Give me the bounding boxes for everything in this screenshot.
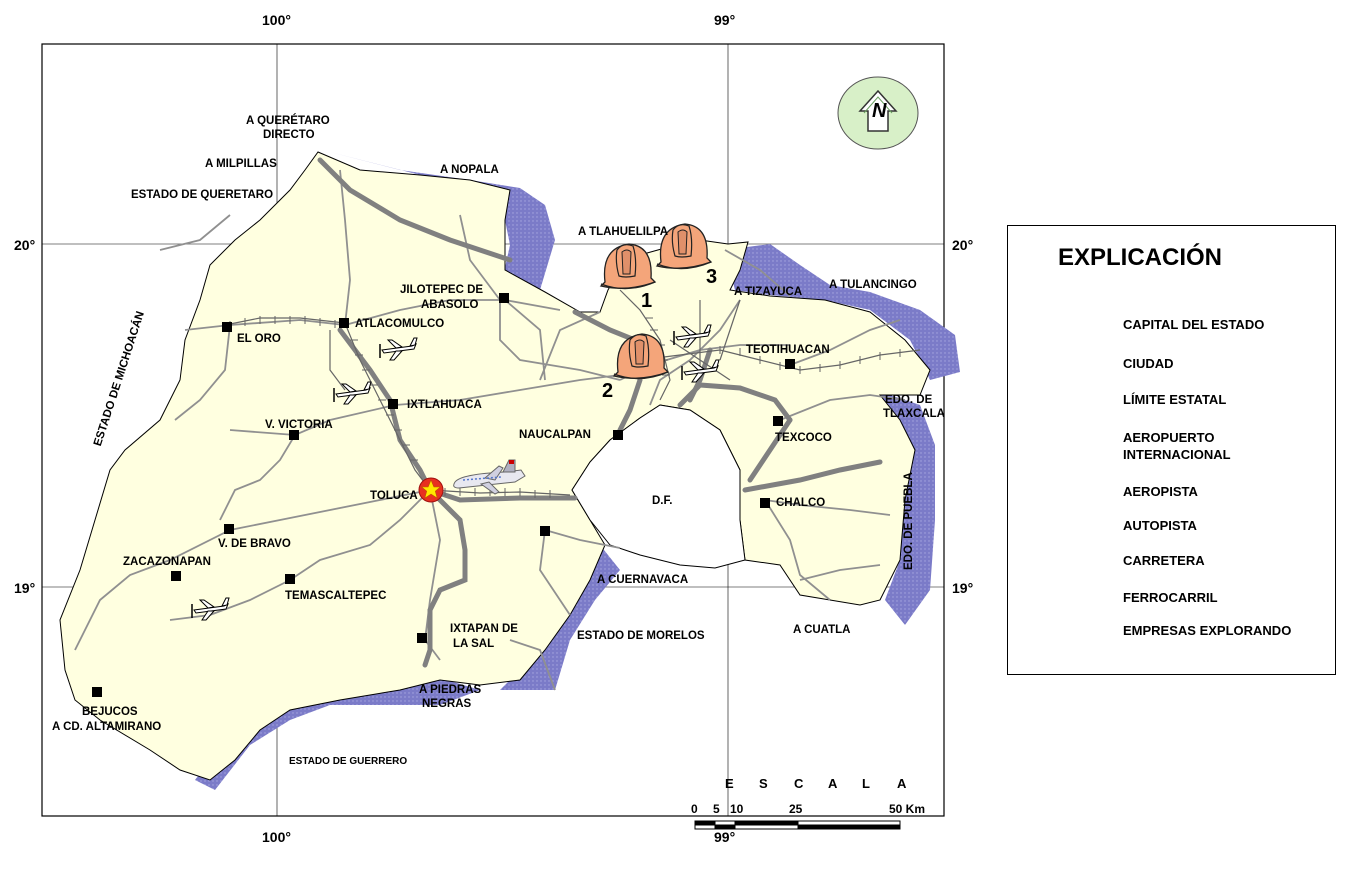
mine-number-2: 2 (602, 380, 614, 402)
label-a-piedras-2: NEGRAS (422, 698, 472, 710)
coord-right-19: 19° (952, 580, 974, 596)
label-a-cuernavaca: A CUERNAVACA (597, 574, 689, 586)
label-edo-puebla: EDO. DE PUEBLA (903, 472, 915, 570)
label-el-oro: EL ORO (237, 333, 281, 345)
legend-item-limite: LÍMITE ESTATAL (1123, 392, 1227, 407)
mine-number-3: 3 (706, 266, 718, 288)
label-ixtlahuaca: IXTLAHUACA (407, 399, 482, 411)
mine-number-1: 1 (641, 290, 653, 312)
label-df: D.F. (652, 495, 673, 507)
legend-item-autopista: AUTOPISTA (1123, 518, 1197, 533)
scale-letter: L (862, 776, 870, 791)
label-ixtapan-1: IXTAPAN DE (450, 623, 518, 635)
label-temascaltepec: TEMASCALTEPEC (285, 590, 387, 602)
label-zacazonapan: ZACAZONAPAN (123, 556, 211, 568)
label-toluca: TOLUCA (370, 490, 418, 502)
legend-item-empresas: EMPRESAS EXPLORANDO (1123, 623, 1292, 638)
label-a-tizayuca: A TIZAYUCA (734, 286, 803, 298)
scale-letter: A (828, 776, 838, 791)
coord-left-20: 20° (14, 237, 36, 253)
label-estado-morelos: ESTADO DE MORELOS (577, 630, 705, 642)
scale-letter: C (794, 776, 804, 791)
label-a-milpillas: A MILPILLAS (205, 158, 277, 170)
label-atlacomulco: ATLACOMULCO (355, 318, 445, 330)
scale-tick: 10 (730, 802, 744, 816)
scale-tick: 25 (789, 802, 803, 816)
highways (317, 157, 883, 668)
scale-bar (694, 820, 901, 830)
scale-tick: 0 (691, 802, 698, 816)
legend-box: EXPLICACIÓN CAPITAL DEL ESTADO CIUDAD LÍ… (1007, 225, 1336, 675)
north-badge (837, 76, 919, 150)
capital-star (418, 477, 444, 503)
scale-letter: A (897, 776, 907, 791)
label-a-queretaro: A QUERÉTARO (246, 115, 330, 127)
helmet-1 (600, 243, 656, 290)
label-naucalpan: NAUCALPAN (519, 429, 591, 441)
label-a-tlahuelilpa: A TLAHUELILPA (578, 226, 669, 238)
legend-title: EXPLICACIÓN (1058, 244, 1223, 271)
scale-tick: 5 (713, 802, 720, 816)
label-bejucos: BEJUCOS (82, 706, 138, 718)
legend-item-aeropista: AEROPISTA (1123, 484, 1198, 499)
label-a-nopala: A NOPALA (440, 164, 499, 176)
legend-item-carretera: CARRETERA (1123, 553, 1205, 568)
label-edo-tlaxcala-1: EDO. DE (885, 394, 933, 406)
legend-item-aeropuerto-2: INTERNACIONAL (1123, 447, 1231, 462)
legend-item-aeropuerto: AEROPUERTO (1123, 430, 1215, 445)
coord-bottom-99: 99° (714, 829, 736, 845)
label-texcoco: TEXCOCO (775, 432, 832, 444)
label-v-victoria: V. VICTORIA (265, 419, 333, 431)
label-ixtapan-2: LA SAL (453, 638, 495, 650)
label-a-piedras-1: A PIEDRAS (419, 684, 482, 696)
coord-right-20: 20° (952, 237, 974, 253)
map-frame (41, 43, 945, 817)
coord-bottom-100: 100° (262, 829, 291, 845)
coord-top-99: 99° (714, 12, 736, 28)
label-directo: DIRECTO (263, 129, 315, 141)
coord-top-100: 100° (262, 12, 291, 28)
label-a-cd-altamirano: A CD. ALTAMIRANO (52, 721, 162, 733)
label-teotihuacan: TEOTIHUACAN (746, 344, 830, 356)
coord-left-19: 19° (14, 580, 36, 596)
scale-letter: E (725, 776, 734, 791)
label-edo-tlaxcala-2: TLAXCALA (883, 408, 945, 420)
scale-tick: 50 Km (889, 802, 926, 816)
estado-de-mexico-land (59, 151, 931, 781)
scale-letter: S (759, 776, 768, 791)
label-chalco: CHALCO (776, 497, 826, 509)
label-a-tulancingo: A TULANCINGO (829, 279, 917, 291)
legend-item-ferrocarril: FERROCARRIL (1123, 590, 1218, 605)
label-estado-queretaro: ESTADO DE QUERETARO (131, 189, 274, 201)
distrito-federal (571, 404, 746, 569)
label-abasolo: ABASOLO (421, 299, 479, 311)
label-a-cuatla: A CUATLA (793, 624, 851, 636)
label-estado-guerrero: ESTADO DE GUERRERO (289, 756, 408, 767)
label-jilotepec: JILOTEPEC DE (400, 284, 484, 296)
legend-item-capital: CAPITAL DEL ESTADO (1123, 317, 1265, 332)
legend-item-ciudad: CIUDAD (1123, 356, 1174, 371)
label-v-de-bravo: V. DE BRAVO (218, 538, 291, 550)
north-letter: N (872, 100, 887, 122)
